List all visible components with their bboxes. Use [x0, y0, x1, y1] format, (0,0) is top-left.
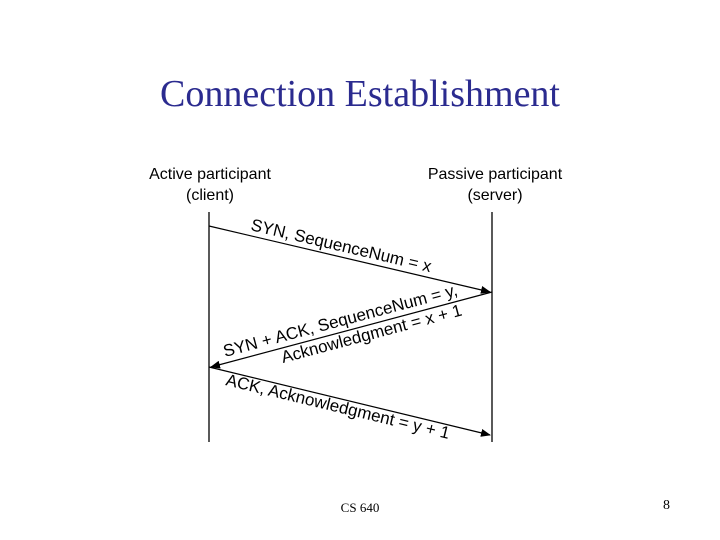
passive-participant-role: (server)	[467, 187, 523, 204]
active-participant-label: Active participant (client)	[135, 164, 285, 206]
syn-arrow	[208, 225, 491, 294]
active-participant-role: (client)	[185, 187, 234, 204]
ack-label: ACK, Acknowledgment = y + 1	[224, 370, 452, 442]
passive-participant-name: Passive participant	[427, 166, 563, 183]
slide-number: 8	[663, 498, 670, 513]
passive-participant-label: Passive participant (server)	[410, 164, 580, 206]
active-participant-name: Active participant	[149, 166, 271, 183]
slide-title: Connection Establishment	[159, 73, 560, 115]
ack-arrow	[208, 366, 491, 437]
syn-label: SYN, SequenceNum = x	[249, 215, 434, 276]
synack-arrow	[210, 291, 493, 369]
footer-course: CS 640	[340, 500, 380, 515]
